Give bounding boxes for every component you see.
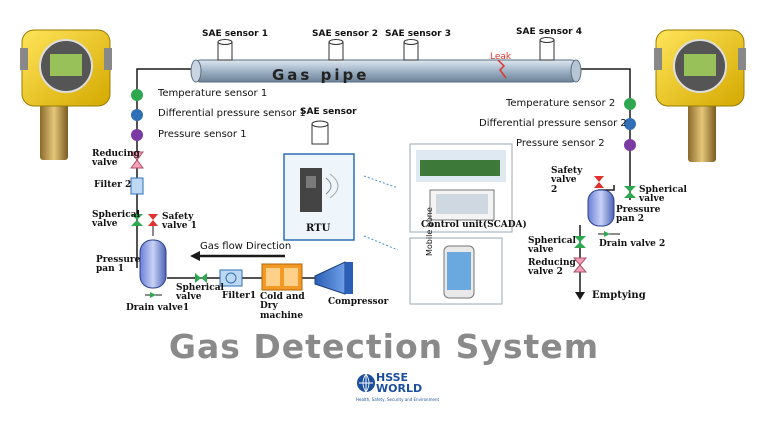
spherical-valve-right bbox=[574, 236, 586, 248]
temperature-sensor-1-label: Temperature sensor 1 bbox=[158, 88, 268, 99]
hsse-world-logo: HSSE WORLD Health, Safety, Security and … bbox=[356, 371, 439, 404]
safety-valve-2-icon bbox=[594, 176, 604, 188]
differential-pressure-sensor-1-label: Differential pressure sensor 1 bbox=[158, 108, 306, 119]
logo-tagline: Health, Safety, Security and Environment bbox=[356, 397, 440, 402]
cold-dry-machine-label: Cold and Dry machine bbox=[260, 292, 305, 321]
gas-flow-direction-label: Gas flow Direction bbox=[200, 241, 292, 252]
compressor-label: Compressor bbox=[328, 297, 389, 307]
pressure-pan-1 bbox=[139, 239, 167, 289]
compressor-icon bbox=[314, 261, 353, 295]
gas-detector-left bbox=[20, 29, 112, 160]
safety-valve-1-icon bbox=[148, 214, 158, 236]
drain-valve-2-icon bbox=[598, 231, 620, 237]
gas-pipe bbox=[190, 59, 582, 83]
left-sensor-dots bbox=[131, 89, 143, 141]
pressure-pan-2 bbox=[587, 189, 615, 227]
gas-detector-right bbox=[654, 29, 746, 162]
spherical-valve-bottom bbox=[195, 273, 207, 283]
spherical-valve-right-label: Spherical valve bbox=[528, 236, 576, 256]
mobile-phone-label: Mobile pone bbox=[425, 207, 434, 256]
emptying-arrow bbox=[575, 292, 585, 300]
filter-1-label: Filter1 bbox=[222, 291, 257, 301]
comm-links bbox=[363, 175, 399, 251]
gas-flow-arrow bbox=[190, 251, 285, 261]
rtu-label: RTU bbox=[306, 223, 331, 234]
sae-sensor-3-label: SAE sensor 3 bbox=[385, 29, 451, 39]
drain-valve-2-label: Drain valve 2 bbox=[599, 239, 666, 249]
scada-box bbox=[409, 143, 513, 233]
spherical-valve-right-top bbox=[624, 186, 636, 198]
mobile-box bbox=[409, 237, 503, 305]
sae-sensor-2-label: SAE sensor 2 bbox=[312, 29, 378, 39]
spherical-valve-bottom-label: Spherical valve bbox=[176, 283, 224, 303]
page-title: Gas Detection System bbox=[168, 327, 600, 366]
differential-pressure-sensor-2-label: Differential pressure sensor 2 bbox=[479, 118, 627, 129]
sae-sensor-4-label: SAE sensor 4 bbox=[516, 27, 582, 37]
filter-2-box bbox=[130, 177, 144, 195]
temperature-sensor-2-label: Temperature sensor 2 bbox=[506, 98, 616, 109]
sae-sensor-1-label: SAE sensor 1 bbox=[202, 29, 268, 39]
sae-sensor-rtu-label: SAE sensor bbox=[300, 107, 357, 117]
safety-valve-2-label: Safety valve 2 bbox=[551, 166, 583, 195]
sae-cylinders bbox=[217, 37, 555, 145]
reducing-valve-1 bbox=[130, 151, 144, 169]
emptying-label: Emptying bbox=[592, 290, 646, 301]
gas-pipe-label: Gas pipe bbox=[272, 66, 370, 84]
leak-label: Leak bbox=[490, 52, 512, 62]
reducing-valve-2-label: Reducing valve 2 bbox=[528, 258, 576, 278]
drain-valve-1-label: Drain valve1 bbox=[126, 303, 190, 313]
pressure-sensor-1-label: Pressure sensor 1 bbox=[158, 129, 247, 140]
control-unit-label: Control unit(SCADA) bbox=[421, 220, 527, 230]
spherical-valve-right-top-label: Spherical valve bbox=[639, 185, 687, 205]
pressure-pan-2-label: Pressure pan 2 bbox=[616, 205, 661, 225]
cold-and-dry-machine bbox=[261, 263, 303, 291]
rtu-box bbox=[283, 153, 355, 241]
logo-name: HSSE WORLD bbox=[376, 371, 423, 395]
right-sensor-dots bbox=[624, 98, 636, 151]
reducing-valve-1-label: Reducing valve bbox=[92, 149, 140, 169]
drain-valve-1-icon bbox=[145, 292, 162, 298]
pressure-pan-1-label: Pressure pan 1 bbox=[96, 255, 141, 275]
filter-2-label: Filter 2 bbox=[94, 180, 132, 190]
spherical-valve-1 bbox=[131, 214, 143, 226]
filter-1-box bbox=[219, 269, 243, 287]
safety-valve-1-label: Safety valve 1 bbox=[162, 212, 197, 232]
globe-icon bbox=[357, 373, 375, 393]
spherical-valve-1-label: Spherical valve bbox=[92, 210, 140, 230]
pressure-sensor-2-label: Pressure sensor 2 bbox=[516, 138, 605, 149]
reducing-valve-2 bbox=[572, 257, 588, 273]
